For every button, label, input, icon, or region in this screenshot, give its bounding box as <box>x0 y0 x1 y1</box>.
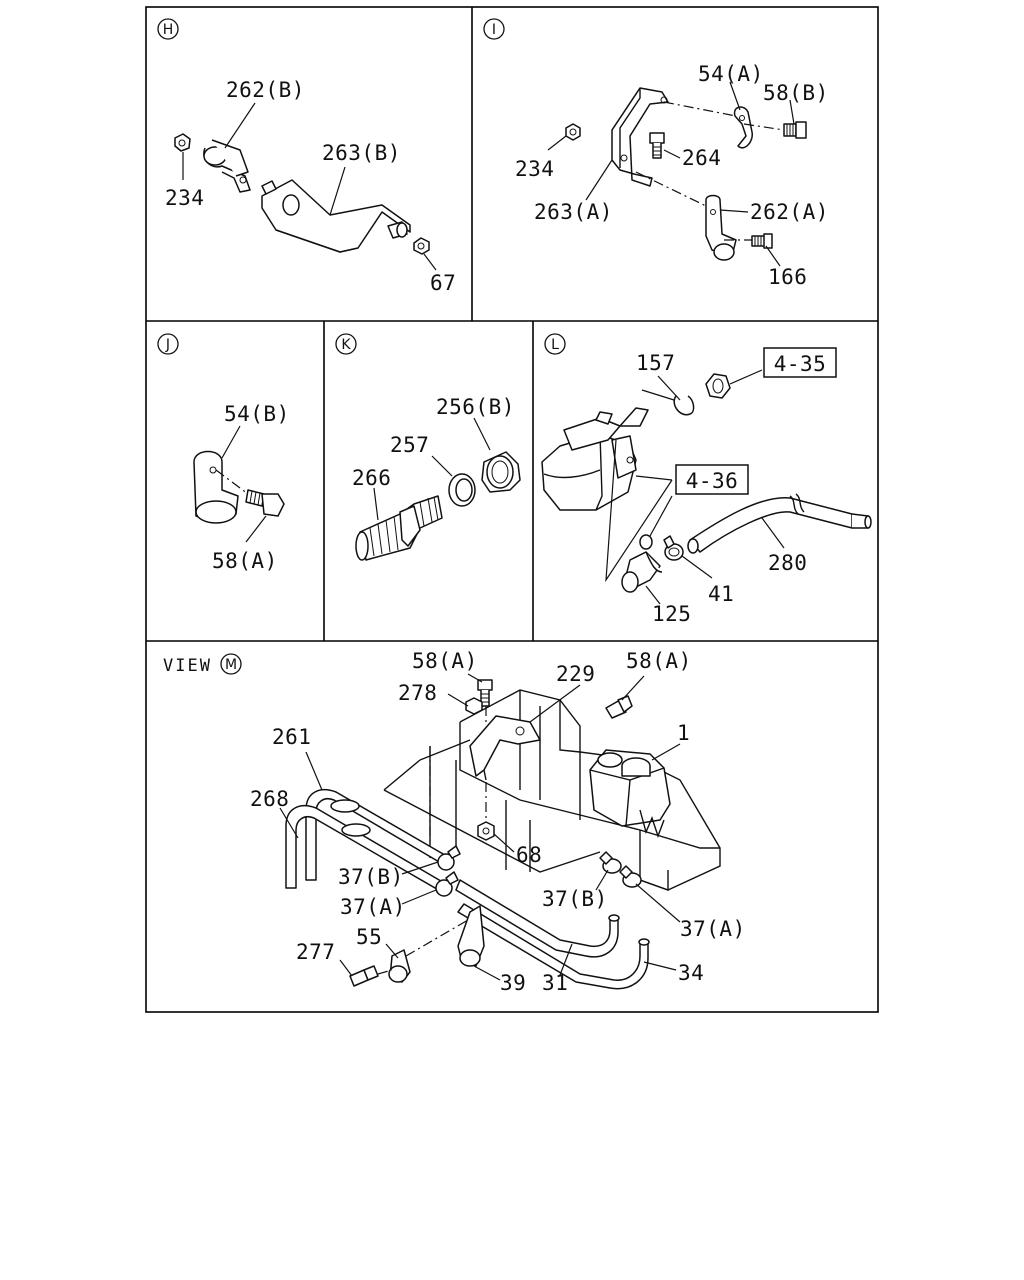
label-166: 166 <box>768 265 807 289</box>
label-262a: 262(A) <box>750 200 829 224</box>
label-68: 68 <box>516 843 542 867</box>
clamp-37a-left <box>435 871 459 897</box>
clamp-37b-right <box>599 851 622 874</box>
bracket-263a <box>611 87 669 187</box>
label-54a: 54(A) <box>698 62 764 86</box>
clip-54a <box>733 106 753 149</box>
bolt-264 <box>649 132 665 159</box>
panel-badge-l: L <box>544 333 566 355</box>
bolt-58b <box>783 121 807 139</box>
view-caption: VIEW <box>163 656 212 676</box>
label-67: 67 <box>430 271 456 295</box>
nut-256b <box>481 451 521 493</box>
panel-i: I <box>483 18 829 289</box>
panel-j: J 54(B) 58(A) <box>157 333 290 573</box>
label-125: 125 <box>652 602 691 626</box>
label-261: 261 <box>272 725 311 749</box>
clip-262b <box>203 139 251 193</box>
panel-badge-m: M <box>220 653 242 675</box>
bolt-58a-top <box>477 679 493 707</box>
label-268: 268 <box>250 787 289 811</box>
clip-54b <box>193 450 239 524</box>
label-278: 278 <box>398 681 437 705</box>
nut-68 <box>477 821 495 841</box>
clip-262a <box>705 194 737 261</box>
panel-h: H 262 <box>157 18 456 295</box>
hose-31 <box>455 879 620 958</box>
label-157: 157 <box>636 351 675 375</box>
panel-badge-j: J <box>157 333 179 355</box>
fitting-266 <box>355 495 443 561</box>
label-256b: 256(B) <box>436 395 515 419</box>
svg-text:J: J <box>165 337 170 353</box>
svg-text:L: L <box>551 337 559 353</box>
bracket-229 <box>469 715 541 781</box>
svg-text:4-35: 4-35 <box>774 352 827 376</box>
label-234: 234 <box>165 186 204 210</box>
label-37b-1: 37(B) <box>338 865 404 889</box>
reservoir-1 <box>589 749 671 839</box>
label-264: 264 <box>682 146 721 170</box>
panel-m: VIEW M <box>163 649 746 995</box>
ref-box-4-36[interactable]: 4-36 <box>675 464 749 495</box>
clip-39 <box>457 905 485 967</box>
clamp-37a-right <box>619 865 642 888</box>
nut-234 <box>565 123 581 141</box>
label-39: 39 <box>500 971 526 995</box>
label-58a-2: 58(A) <box>626 649 692 673</box>
clamp-41 <box>663 535 684 561</box>
nut-4-35 <box>705 373 731 399</box>
label-55: 55 <box>356 925 382 949</box>
label-262b: 262(B) <box>226 78 305 102</box>
panel-k: K 256(B) 257 266 <box>335 333 521 561</box>
svg-text:I: I <box>492 22 496 38</box>
clip-55 <box>388 949 411 983</box>
label-263b: 263(B) <box>322 141 401 165</box>
label-41: 41 <box>708 582 734 606</box>
pipe-125 <box>621 551 663 593</box>
bolt-58a-right <box>605 695 633 719</box>
label-58a-1: 58(A) <box>412 649 478 673</box>
label-229: 229 <box>556 662 595 686</box>
label-266: 266 <box>352 466 391 490</box>
panel-badge-k: K <box>335 333 357 355</box>
svg-text:4-36: 4-36 <box>686 469 739 493</box>
bolt-166 <box>751 233 773 249</box>
label-58b: 58(B) <box>763 81 829 105</box>
o-ring <box>639 534 653 550</box>
label-37a-1: 37(A) <box>340 895 406 919</box>
label-34: 34 <box>678 961 704 985</box>
svg-text:H: H <box>163 22 174 38</box>
pump-assembly <box>541 407 649 511</box>
label-234: 234 <box>515 157 554 181</box>
snap-ring-157 <box>673 395 695 416</box>
bolt-58a <box>245 489 285 517</box>
ref-box-4-35[interactable]: 4-35 <box>763 347 837 378</box>
label-58a: 58(A) <box>212 549 278 573</box>
label-37b-2: 37(B) <box>542 887 608 911</box>
label-54b: 54(B) <box>224 402 290 426</box>
bracket-263b <box>261 179 411 253</box>
label-31: 31 <box>542 971 568 995</box>
label-277: 277 <box>296 940 335 964</box>
label-1: 1 <box>677 721 690 745</box>
panel-l: L <box>541 333 872 626</box>
hose-280 <box>687 493 872 554</box>
clamp-37b-left <box>437 845 461 871</box>
svg-text:M: M <box>225 657 237 673</box>
panel-frames <box>145 6 879 1013</box>
panel-badge-i: I <box>483 18 505 40</box>
label-280: 280 <box>768 551 807 575</box>
label-263a: 263(A) <box>534 200 613 224</box>
label-257: 257 <box>390 433 429 457</box>
nut-67 <box>413 237 430 255</box>
ring-257 <box>448 473 476 507</box>
label-37a-2: 37(A) <box>680 917 746 941</box>
nut-234 <box>174 133 191 152</box>
nut-278 <box>465 697 483 715</box>
bolt-277 <box>349 965 379 987</box>
svg-text:K: K <box>341 337 351 353</box>
panel-badge-h: H <box>157 18 179 40</box>
